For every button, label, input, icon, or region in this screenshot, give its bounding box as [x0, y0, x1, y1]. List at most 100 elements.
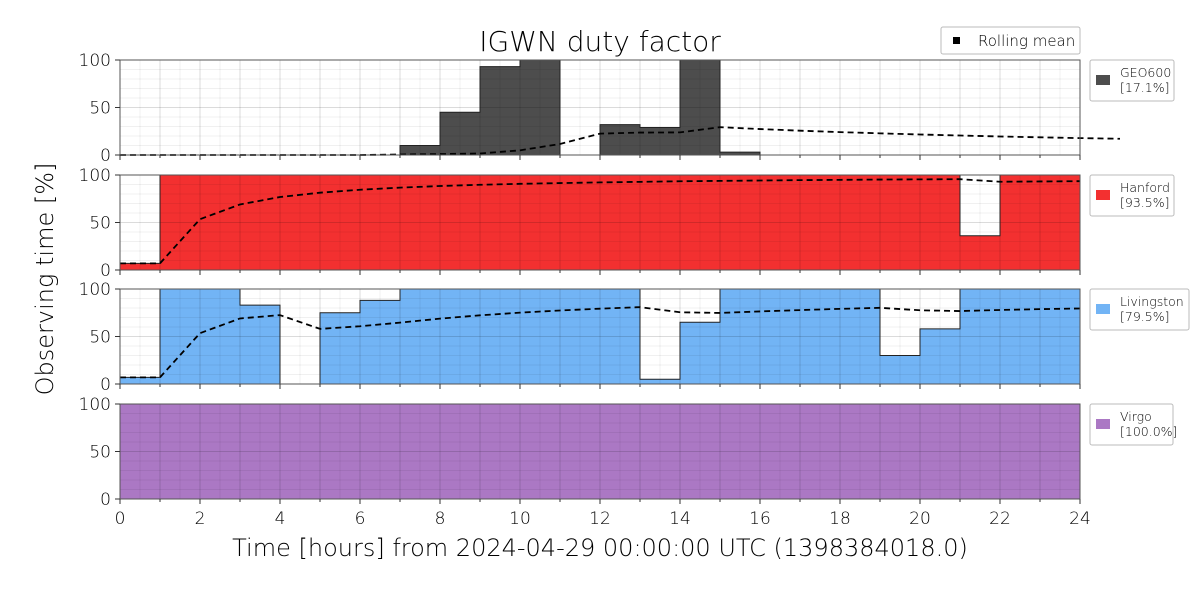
- legend-label: [93.5%]: [1120, 195, 1169, 210]
- y-axis-label: Observing time [%]: [31, 163, 59, 396]
- y-tick-label: 100: [79, 280, 111, 300]
- bar: [560, 289, 600, 384]
- legend-swatch: [1096, 304, 1110, 314]
- bar: [1040, 404, 1080, 499]
- y-tick-label: 0: [100, 146, 111, 166]
- bar: [640, 379, 680, 384]
- bar: [1040, 289, 1080, 384]
- bar: [160, 175, 200, 270]
- bar: [680, 60, 720, 155]
- legend-label: Virgo: [1120, 409, 1152, 424]
- legend-label: [17.1%]: [1120, 80, 1169, 95]
- bar: [480, 175, 520, 270]
- bar: [240, 175, 280, 270]
- bar: [720, 289, 760, 384]
- bar: [680, 175, 720, 270]
- bar: [640, 404, 680, 499]
- x-tick-marks-hanford: [119, 270, 1081, 275]
- legend-hanford[interactable]: Hanford[93.5%]: [1089, 174, 1175, 217]
- bar: [320, 312, 360, 384]
- bar: [680, 322, 720, 384]
- bar: [920, 328, 960, 384]
- legend-frame: [1089, 403, 1174, 446]
- bar: [480, 289, 520, 384]
- bar: [720, 404, 760, 499]
- x-tick-marks-virgo: [119, 499, 1081, 504]
- bar: [760, 175, 800, 270]
- bar: [200, 175, 240, 270]
- x-tick-label: 24: [1069, 509, 1091, 529]
- x-tick-label: 8: [435, 509, 446, 529]
- bars-livingston: [120, 289, 1080, 384]
- x-tick-label: 16: [749, 509, 771, 529]
- legend-frame: [1089, 288, 1190, 331]
- y-tick-label: 50: [89, 214, 111, 234]
- bar: [200, 289, 240, 384]
- legend-label: [100.0%]: [1120, 424, 1177, 439]
- rolling-mean-legend-marker: [953, 37, 960, 44]
- rolling-mean-line: [120, 178, 1081, 265]
- legend-swatch: [1096, 419, 1110, 429]
- bar: [960, 289, 1000, 384]
- legend-label: [79.5%]: [1120, 309, 1169, 324]
- bar: [120, 377, 160, 384]
- rolling-mean-line: [120, 126, 1121, 156]
- bar: [440, 112, 480, 155]
- bar: [240, 404, 280, 499]
- bars-hanford: [120, 175, 1080, 270]
- bar: [560, 404, 600, 499]
- bar: [400, 289, 440, 384]
- x-tick-label: 6: [355, 509, 366, 529]
- bar: [960, 235, 1000, 270]
- bar: [840, 175, 880, 270]
- bar: [760, 289, 800, 384]
- bar: [600, 404, 640, 499]
- bar: [1000, 289, 1040, 384]
- x-tick-label: 14: [669, 509, 691, 529]
- legend-virgo[interactable]: Virgo[100.0%]: [1089, 403, 1177, 446]
- bar: [720, 175, 760, 270]
- bar: [960, 404, 1000, 499]
- bar: [400, 404, 440, 499]
- legend-geo600[interactable]: GEO600[17.1%]: [1089, 59, 1175, 102]
- bar: [1040, 175, 1080, 270]
- bar: [320, 404, 360, 499]
- bar: [720, 152, 760, 155]
- legend-livingston[interactable]: Livingston[79.5%]: [1089, 288, 1190, 331]
- rolling-mean-legend-frame: [940, 26, 1081, 55]
- bar: [360, 404, 400, 499]
- bar: [480, 404, 520, 499]
- y-tick-label: 0: [100, 490, 111, 510]
- legend-label: Livingston: [1120, 294, 1184, 309]
- bar: [800, 289, 840, 384]
- bar: [1000, 175, 1040, 270]
- bar: [400, 145, 440, 155]
- bar: [840, 404, 880, 499]
- x-tick-label: 22: [989, 509, 1011, 529]
- y-tick-label: 50: [89, 328, 111, 348]
- x-tick-label: 0: [115, 509, 126, 529]
- bar: [400, 175, 440, 270]
- bar: [880, 355, 920, 384]
- x-tick-label: 4: [275, 509, 286, 529]
- bar: [920, 404, 960, 499]
- bar: [360, 175, 400, 270]
- bar: [520, 175, 560, 270]
- bar: [520, 60, 560, 155]
- bars-virgo: [120, 404, 1080, 499]
- bar: [880, 404, 920, 499]
- bar: [640, 175, 680, 270]
- y-tick-label: 50: [89, 443, 111, 463]
- y-tick-label: 100: [79, 395, 111, 415]
- y-tick-label: 100: [79, 166, 111, 186]
- x-tick-label: 10: [509, 509, 531, 529]
- rolling-mean-legend[interactable]: Rolling mean: [940, 26, 1081, 55]
